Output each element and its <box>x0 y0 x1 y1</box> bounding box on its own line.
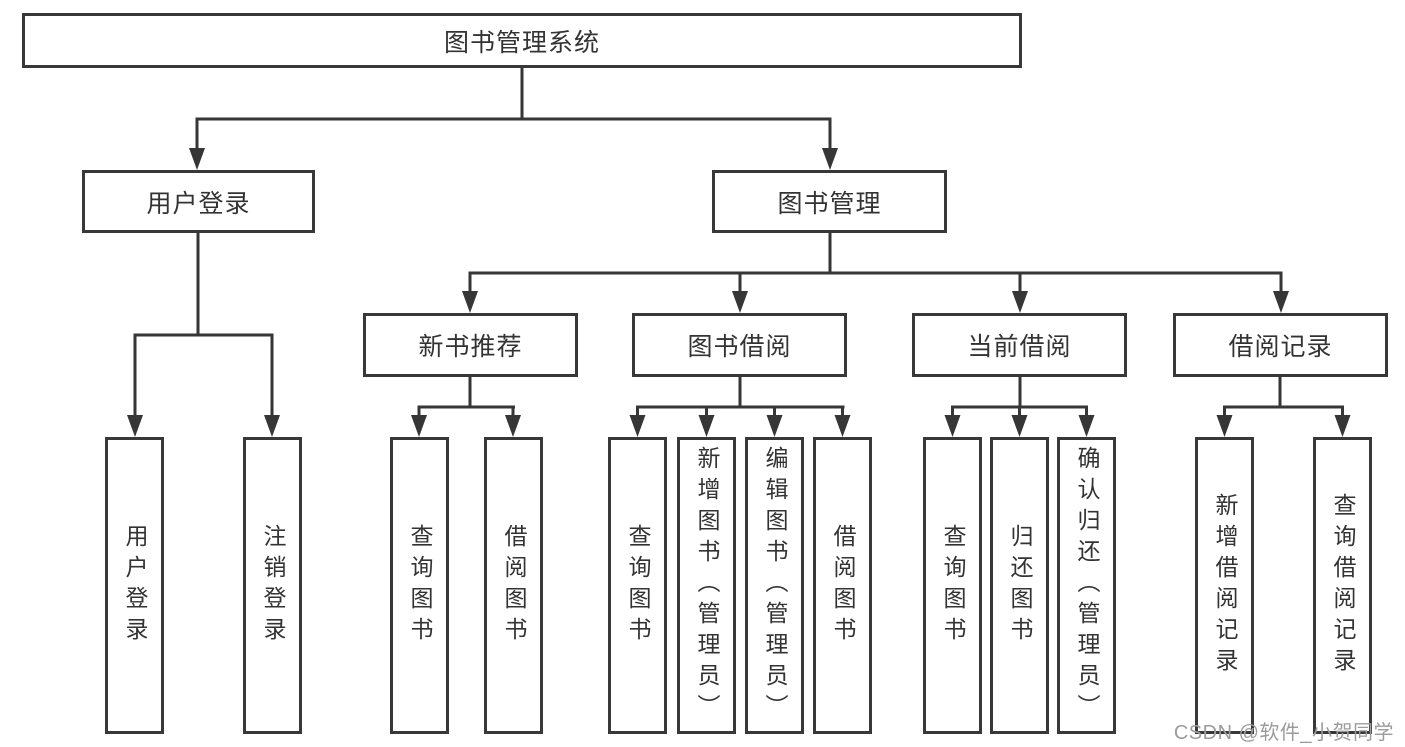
watermark: CSDN @软件_小贺同学 <box>1173 722 1394 744</box>
node-user-login: 用户登录 <box>82 170 315 233</box>
connector-lines <box>133 68 1344 417</box>
node-label: 图书管理 <box>777 189 882 218</box>
node-book-management: 图书管理 <box>712 170 947 233</box>
leaf-label: 编辑图书（管理员） <box>762 446 788 725</box>
arrowheads <box>127 148 1351 437</box>
node-label: 用户登录 <box>146 189 251 218</box>
node-label: 图书借阅 <box>687 333 792 361</box>
leaf-query-books-borrowing: 查询图书 <box>608 437 667 734</box>
node-label: 图书管理系统 <box>443 28 600 57</box>
leaf-label: 借阅图书 <box>501 523 527 648</box>
leaf-borrow-books-borrowing: 借阅图书 <box>813 437 872 734</box>
leaf-label: 新增借阅记录 <box>1212 492 1238 679</box>
leaf-logout-login: 注销登录 <box>243 437 302 734</box>
leaf-return-books: 归还图书 <box>990 437 1049 734</box>
leaf-user-login: 用户登录 <box>105 437 164 734</box>
node-borrowing-records: 借阅记录 <box>1173 313 1388 377</box>
leaf-label: 查询图书 <box>407 523 433 648</box>
leaf-label: 用户登录 <box>122 523 148 648</box>
leaf-add-books-admin: 新增图书（管理员） <box>677 437 736 734</box>
leaf-query-borrow-record: 查询借阅记录 <box>1313 437 1372 734</box>
node-label: 当前借阅 <box>967 333 1072 361</box>
leaf-query-books-recommend: 查询图书 <box>390 437 449 734</box>
leaf-label: 借阅图书 <box>830 523 856 648</box>
leaf-add-borrow-record: 新增借阅记录 <box>1195 437 1254 734</box>
node-current-borrowing: 当前借阅 <box>912 313 1127 377</box>
leaf-borrow-books-recommend: 借阅图书 <box>484 437 543 734</box>
leaf-label: 新增图书（管理员） <box>694 446 720 725</box>
leaf-label: 注销登录 <box>260 523 286 648</box>
node-label: 借阅记录 <box>1228 333 1333 361</box>
node-library-management-system: 图书管理系统 <box>22 13 1022 68</box>
node-new-book-recommendation: 新书推荐 <box>363 313 578 377</box>
leaf-label: 确认归还（管理员） <box>1074 446 1100 725</box>
leaf-query-books-current: 查询图书 <box>923 437 982 734</box>
node-book-borrowing: 图书借阅 <box>632 313 847 377</box>
leaf-label: 归还图书 <box>1007 523 1033 648</box>
leaf-label: 查询借阅记录 <box>1330 492 1356 679</box>
leaf-label: 查询图书 <box>940 523 966 648</box>
leaf-label: 查询图书 <box>625 523 651 648</box>
node-label: 新书推荐 <box>418 333 523 361</box>
leaf-edit-books-admin: 编辑图书（管理员） <box>745 437 804 734</box>
leaf-confirm-return-admin: 确认归还（管理员） <box>1057 437 1116 734</box>
